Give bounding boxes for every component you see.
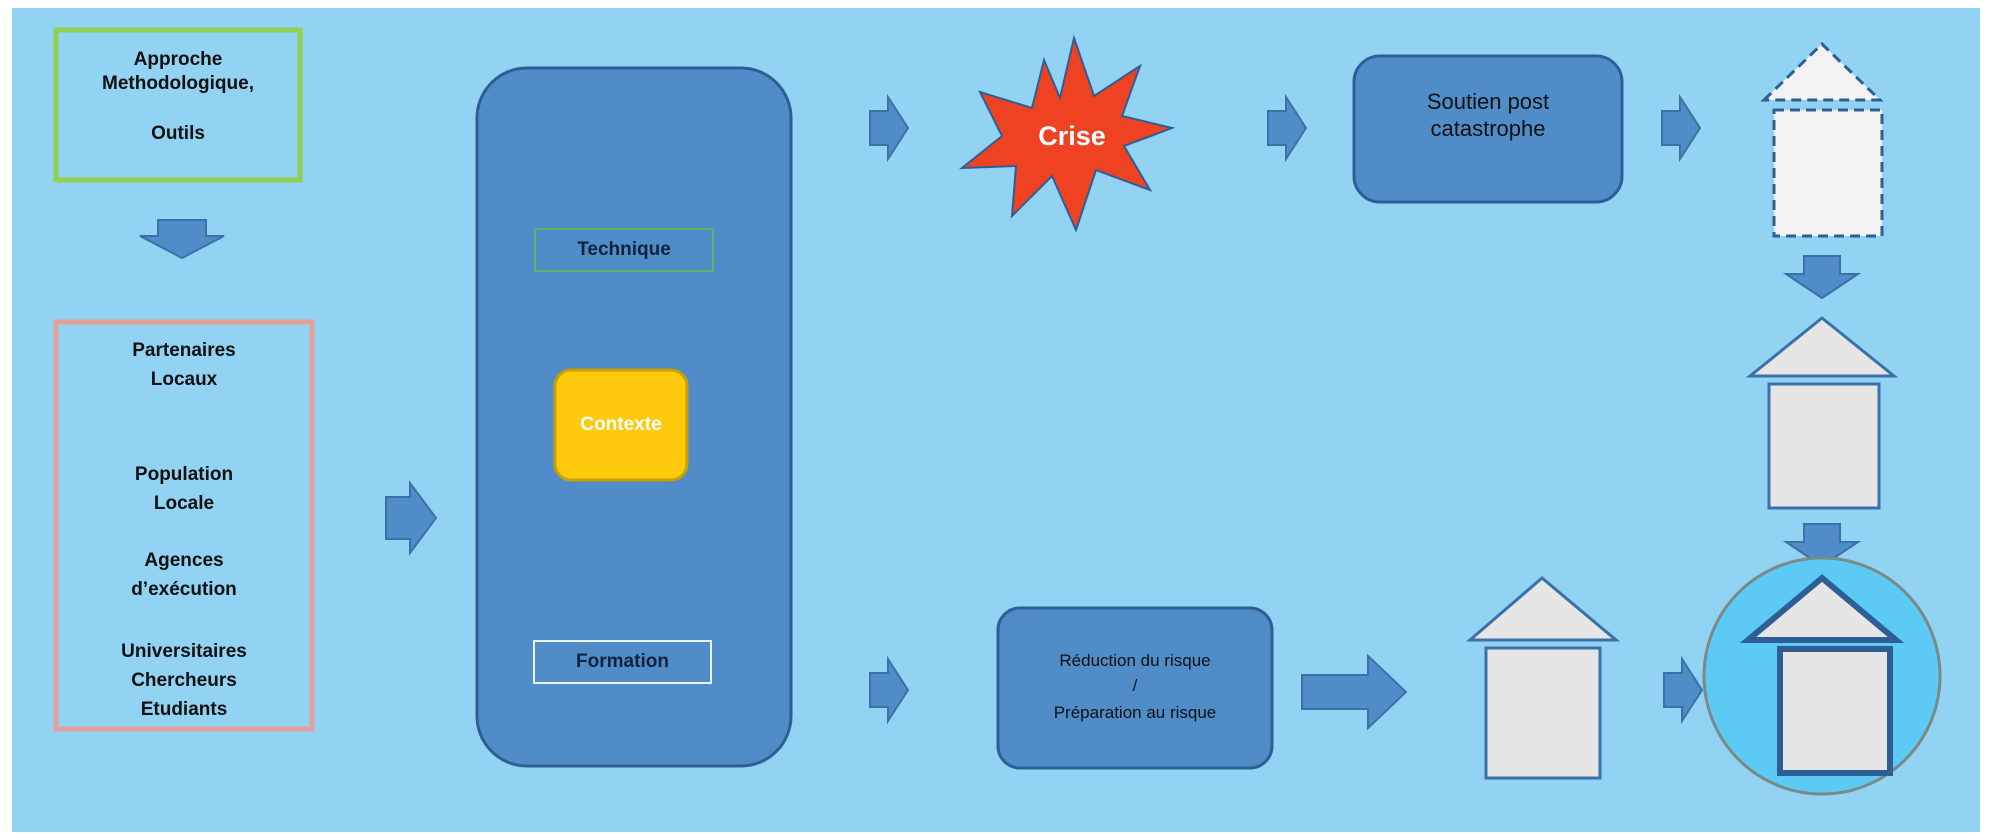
post-disaster-line-1: Soutien post <box>1426 89 1550 114</box>
technique-label: Technique <box>577 239 671 260</box>
arrow-right-icon <box>869 93 910 163</box>
formation-frame <box>533 640 712 684</box>
approach-line-2: Methodologique, <box>102 73 254 94</box>
arrow-right-icon <box>1661 93 1702 163</box>
house-icon <box>1745 316 1899 378</box>
explosion-icon <box>959 34 1176 233</box>
risk-line-3: Préparation au risque <box>1053 703 1217 722</box>
resilient-house-body <box>1777 646 1893 776</box>
risk-line-1: Réduction du risque <box>1059 651 1211 670</box>
actors-group4-line1: Universitaires <box>121 641 247 662</box>
diagram-canvas: Approche Methodologique, Outils Partenai… <box>12 8 1980 832</box>
actors-group3-line1: Agences <box>144 550 224 571</box>
contexte-box <box>553 368 689 482</box>
risk-line-2: / <box>1132 676 1138 695</box>
crisis-label: Crise <box>1038 120 1106 151</box>
contexte-label: Contexte <box>580 414 662 435</box>
actors-group2-line1: Population <box>134 464 234 485</box>
actors-group4-line3: Etudiants <box>140 699 228 720</box>
house-icon <box>1465 576 1621 642</box>
arrow-right-icon <box>869 655 910 725</box>
damaged-house-body <box>1772 108 1884 238</box>
prepared-house-body <box>1484 646 1602 780</box>
arrow-down-icon <box>1782 523 1862 568</box>
approach-line-3: Outils <box>151 123 205 144</box>
actors-box-border <box>53 319 315 732</box>
actors-group3-line2: d’exécution <box>131 579 237 600</box>
arrow-right-icon <box>1663 655 1704 725</box>
arrow-right-icon <box>1301 653 1408 731</box>
rebuilt-house-body <box>1767 382 1881 510</box>
post-disaster-box <box>1352 54 1624 204</box>
actors-group4-line2: Chercheurs <box>131 670 237 691</box>
house-icon <box>1760 41 1884 102</box>
actors-group1-line2: Locaux <box>150 369 218 390</box>
arrow-down-icon <box>1782 255 1862 300</box>
formation-label: Formation <box>576 651 669 672</box>
approach-box-border <box>53 27 303 183</box>
house-icon <box>1739 574 1905 643</box>
arrow-right-icon <box>385 479 438 557</box>
actors-group1-line1: Partenaires <box>132 340 236 361</box>
post-disaster-line-2: catastrophe <box>1430 116 1546 141</box>
arrow-down-icon <box>139 219 225 260</box>
diagram-shapes <box>53 27 1942 796</box>
risk-reduction-box <box>996 606 1274 770</box>
approach-line-1: Approche <box>133 49 223 70</box>
actors-group2-line2: Locale <box>153 493 215 514</box>
arrow-right-icon <box>1267 93 1308 163</box>
technique-frame <box>534 228 714 272</box>
